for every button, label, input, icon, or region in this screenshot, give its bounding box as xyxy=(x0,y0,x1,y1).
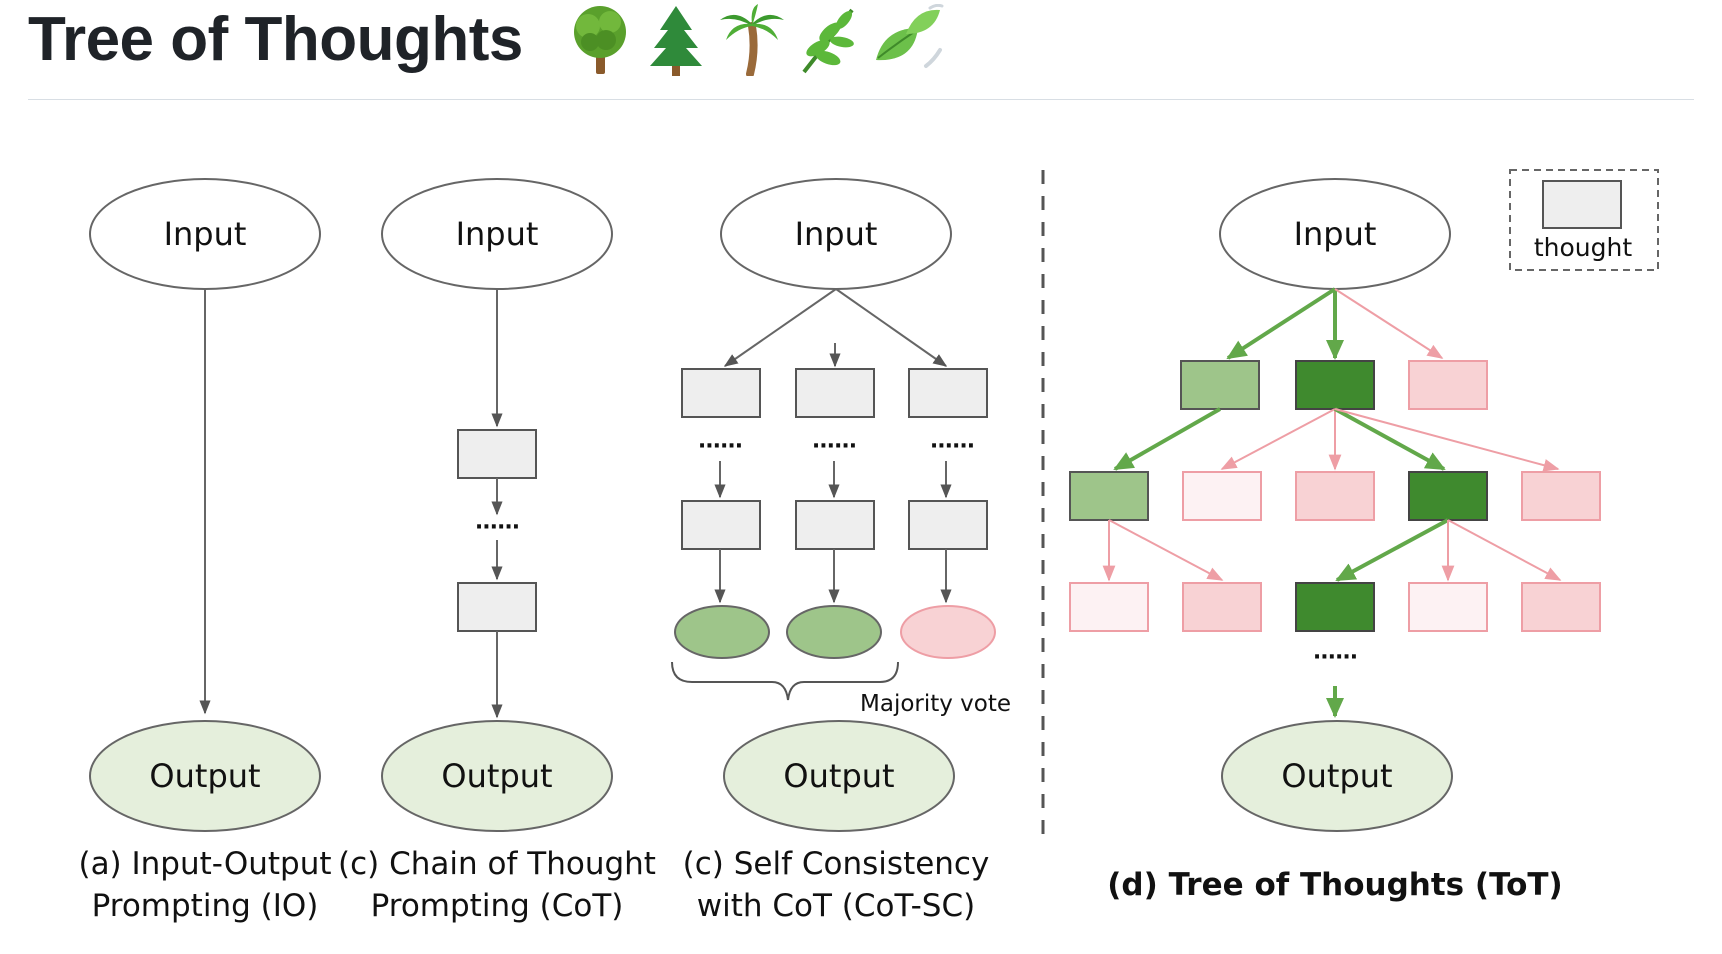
sc-caption-line-2: with CoT (CoT-SC) xyxy=(697,888,975,924)
sc-majority-vote-label: Majority vote xyxy=(860,691,1011,717)
leaf-fluttering-emoji xyxy=(876,4,944,68)
tot-node-l3d xyxy=(1408,582,1488,632)
tot-output-label: Output xyxy=(1281,757,1392,795)
legend-frame xyxy=(1509,169,1659,271)
title-emoji-row xyxy=(566,0,944,80)
cot-output-node xyxy=(381,720,613,832)
sc-output-node xyxy=(723,720,955,832)
sc-majority-brace xyxy=(671,661,899,701)
page-title: Tree of Thoughts xyxy=(28,5,523,74)
legend: thought xyxy=(1509,169,1659,271)
tot-node-l3a xyxy=(1069,582,1149,632)
sc-dots-b: ······ xyxy=(812,434,856,459)
tot-output-node xyxy=(1221,720,1453,832)
sc-answer-a xyxy=(674,605,770,659)
sc-dots-a: ······ xyxy=(698,434,742,459)
sc-arrow-left xyxy=(723,288,837,367)
tot-node-l1a xyxy=(1180,360,1260,410)
tot-edge-l2d-to-l3e xyxy=(1447,519,1562,581)
legend-thought-swatch xyxy=(1542,180,1622,229)
tot-edge-l1b-to-l2b xyxy=(1220,408,1336,470)
tot-edge-input-to-l1c xyxy=(1334,288,1444,359)
tot-edge-l2d-to-l3c xyxy=(1335,518,1449,582)
io-input-label: Input xyxy=(164,215,247,253)
tot-edge-l1b-to-l2d xyxy=(1334,407,1446,471)
cot-thought-1 xyxy=(457,429,537,479)
sc-caption-line-1: (c) Self Consistency xyxy=(683,846,990,882)
cot-thought-2 xyxy=(457,582,537,632)
tot-node-l2e xyxy=(1521,471,1601,521)
sc-input-label: Input xyxy=(795,215,878,253)
cot-output-label: Output xyxy=(441,757,552,795)
deciduous-tree-emoji xyxy=(574,6,626,74)
legend-label: thought xyxy=(1534,233,1633,262)
panel-tot: Input ······ O xyxy=(1069,178,1601,903)
sc-answer-c xyxy=(900,605,996,659)
tot-node-l2b xyxy=(1182,471,1262,521)
cot-caption-line-1: (c) Chain of Thought xyxy=(338,846,656,882)
tot-node-l2d xyxy=(1408,471,1488,521)
herb-emoji xyxy=(802,8,854,74)
tot-node-l3e xyxy=(1521,582,1601,632)
io-output-node xyxy=(89,720,321,832)
tot-node-l3c xyxy=(1295,582,1375,632)
tot-node-l2c xyxy=(1295,471,1375,521)
sc-thought-c1 xyxy=(908,368,988,418)
tot-node-l2a xyxy=(1069,471,1149,521)
sc-dots-c: ······ xyxy=(930,434,974,459)
sc-answer-b xyxy=(786,605,882,659)
cot-caption-line-2: Prompting (CoT) xyxy=(371,888,624,924)
tot-node-l3b xyxy=(1182,582,1262,632)
tot-edge-l1a-to-l2a xyxy=(1113,407,1221,471)
panel-io: Input Output (a) Input-Output Prompting … xyxy=(78,178,332,924)
tot-node-l1b xyxy=(1295,360,1375,410)
io-caption-line-2: Prompting (IO) xyxy=(92,888,319,924)
sc-thought-c2 xyxy=(908,500,988,550)
io-caption-line-1: (a) Input-Output xyxy=(78,846,331,882)
tot-dots: ······ xyxy=(1313,645,1357,670)
evergreen-tree-emoji xyxy=(650,6,702,76)
tot-edge-l2a-to-l3b xyxy=(1108,519,1224,581)
tot-edge-l1b-to-l2e xyxy=(1334,408,1560,472)
sc-thought-b1 xyxy=(795,368,875,418)
sc-thought-a2 xyxy=(681,500,761,550)
tot-caption: (d) Tree of Thoughts (ToT) xyxy=(1107,867,1562,903)
panel-cot: Input ······ Output (c) Chain of Thought… xyxy=(338,178,656,924)
sc-arrow-right xyxy=(835,288,948,367)
sc-thought-b2 xyxy=(795,500,875,550)
cot-dots: ······ xyxy=(475,515,519,540)
tot-edge-input-to-l1a xyxy=(1226,287,1337,360)
panel-cot-sc: Input ······ ······ ······ Majority vote… xyxy=(671,178,1011,924)
sc-output-label: Output xyxy=(783,757,894,795)
sc-thought-a1 xyxy=(681,368,761,418)
palm-tree-emoji xyxy=(720,4,784,76)
cot-input-label: Input xyxy=(456,215,539,253)
tot-input-label: Input xyxy=(1294,215,1377,253)
page-header: Tree of Thoughts xyxy=(28,0,1694,100)
tot-node-l1c xyxy=(1408,360,1488,410)
io-output-label: Output xyxy=(149,757,260,795)
